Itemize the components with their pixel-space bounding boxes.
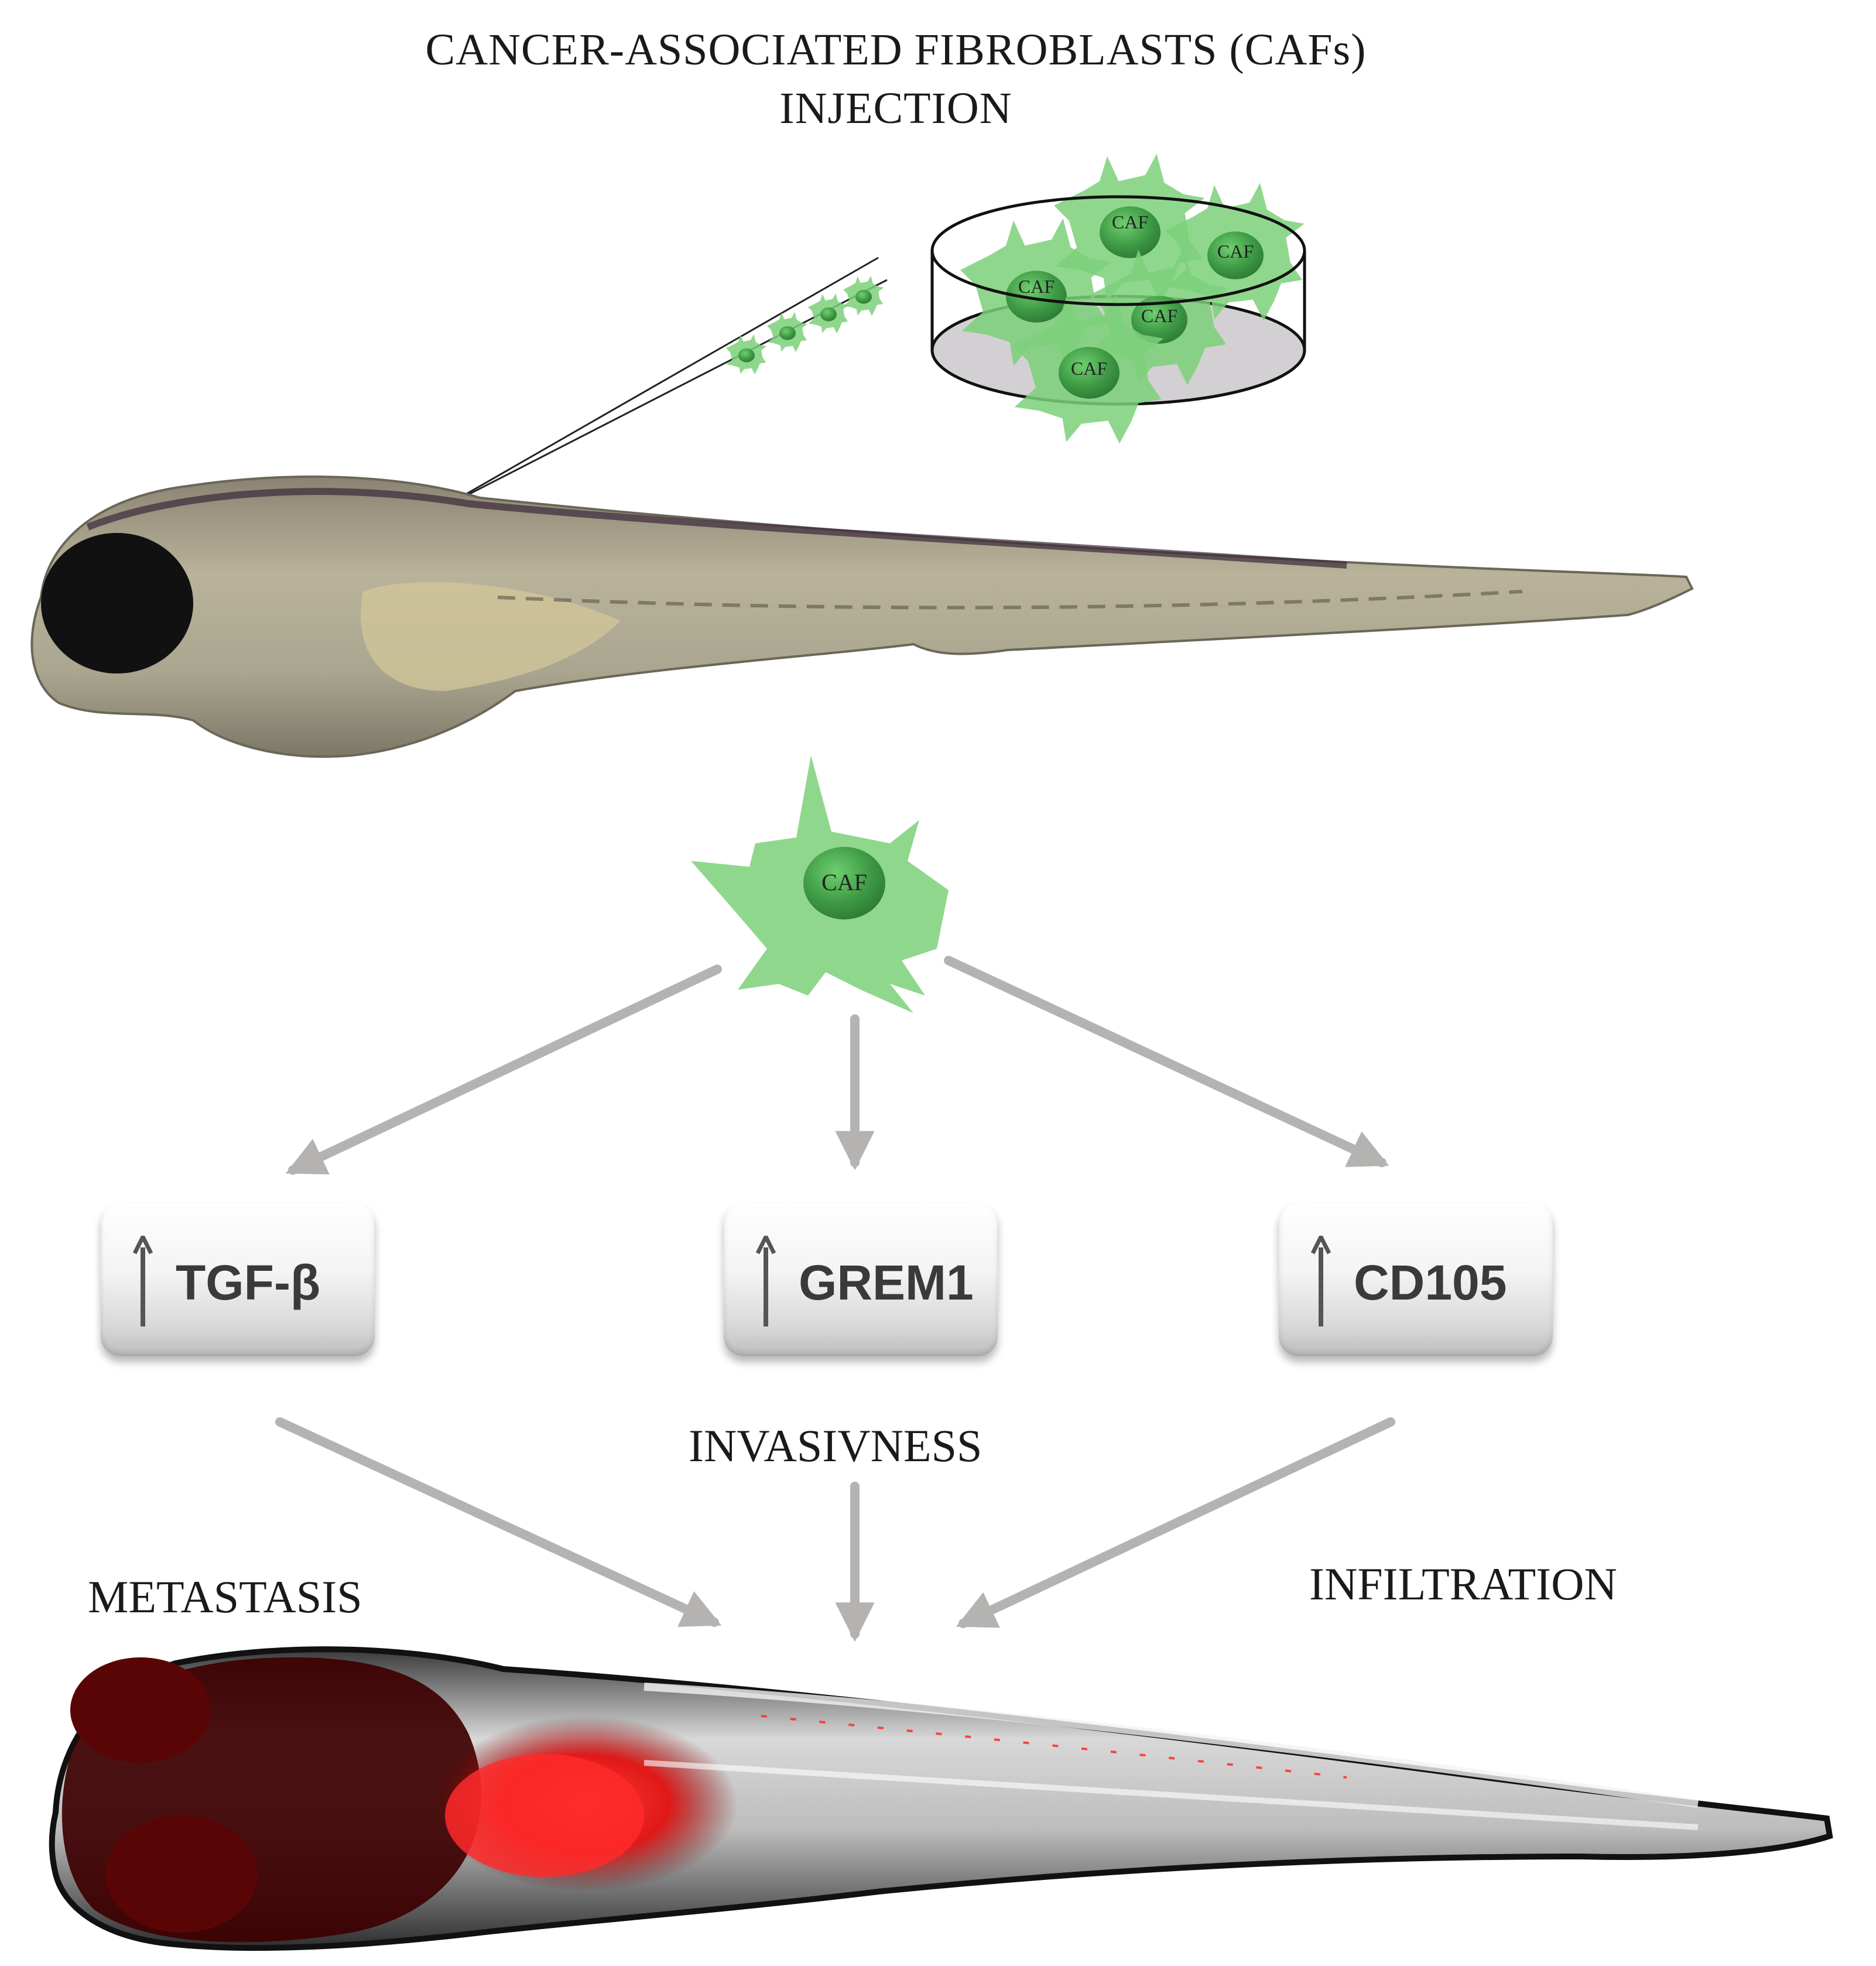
dish-caf-label: CAF bbox=[1071, 358, 1107, 379]
dish-caf-label: CAF bbox=[1217, 241, 1254, 262]
marker-label-tgf-beta: TGF-β bbox=[176, 1255, 321, 1310]
injection-needle bbox=[439, 257, 888, 511]
dish-caf-label: CAF bbox=[1112, 211, 1148, 232]
label-invasiveness: INVASIVNESS bbox=[689, 1420, 982, 1471]
up-arrow-icon bbox=[132, 1236, 153, 1326]
arrow-to-cd105 bbox=[944, 956, 1389, 1167]
dish-caf-label: CAF bbox=[1141, 305, 1177, 326]
up-arrow-icon bbox=[1310, 1236, 1331, 1326]
marker-box-cd105: CD105 bbox=[1279, 1203, 1553, 1356]
marker-label-cd105: CD105 bbox=[1354, 1255, 1507, 1310]
arrows-to-outcome bbox=[275, 1417, 1395, 1642]
label-metastasis: METASTASIS bbox=[88, 1571, 362, 1622]
label-infiltration: INFILTRATION bbox=[1309, 1558, 1617, 1609]
arrow-from-cd105 bbox=[956, 1417, 1395, 1628]
marker-box-tgf-beta: TGF-β bbox=[101, 1203, 375, 1356]
dish-caf-labels: CAF CAF CAF CAF CAF bbox=[1018, 211, 1254, 379]
zebrafish-larva-brightfield bbox=[30, 475, 1694, 758]
marker-label-grem1: GREM1 bbox=[799, 1255, 974, 1310]
arrow-from-tgf-beta bbox=[275, 1417, 722, 1627]
marker-box-grem1: GREM1 bbox=[724, 1203, 998, 1356]
title-line-2: INJECTION bbox=[779, 84, 1012, 133]
central-caf-cell bbox=[691, 755, 949, 1013]
arrows-to-markers bbox=[285, 956, 1389, 1175]
arrow-to-tgf-beta bbox=[285, 965, 722, 1175]
title-line-1: CANCER-ASSOCIATED FIBROBLASTS (CAFs) bbox=[425, 25, 1367, 74]
petri-dish-rim bbox=[930, 195, 1306, 306]
zebrafish-larva-fluorescence bbox=[49, 1646, 1833, 1951]
up-arrow-icon bbox=[755, 1236, 776, 1326]
dish-caf-label: CAF bbox=[1018, 276, 1055, 297]
central-caf-label: CAF bbox=[821, 869, 867, 895]
